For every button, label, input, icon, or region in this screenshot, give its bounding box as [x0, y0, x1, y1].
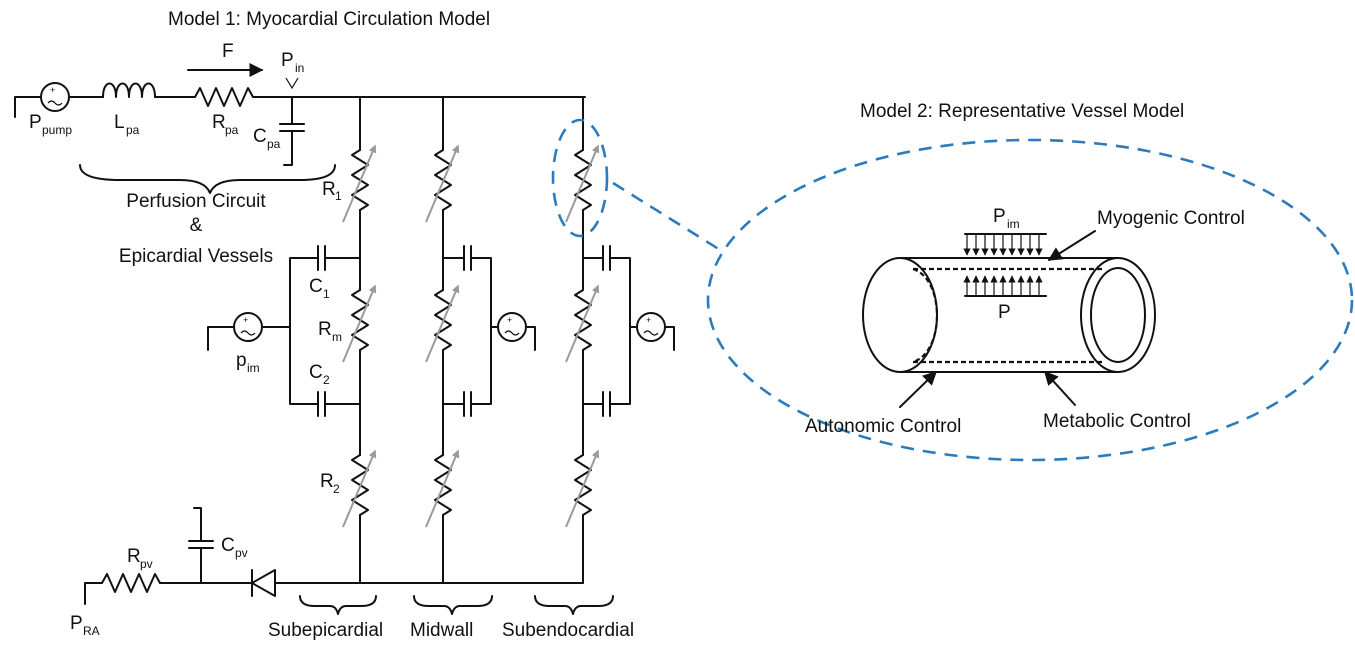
label-R-pv: R [127, 546, 141, 567]
label-myogenic-control: Myogenic Control [1097, 208, 1245, 229]
svg-text:+: + [50, 85, 55, 95]
label-P-RA: P [70, 613, 83, 634]
svg-text:in: in [295, 61, 304, 75]
label-R2: R [320, 471, 334, 492]
zoom-callout [551, 118, 1354, 462]
label-autonomic-control: Autonomic Control [805, 416, 961, 437]
layer-subendocardial: Subendocardial [502, 620, 634, 641]
svg-text:pa: pa [126, 123, 140, 137]
branch-midwall: + [425, 96, 536, 584]
svg-text:pa: pa [225, 123, 239, 137]
branch-subepicardial: + [207, 96, 377, 584]
label-F: F [222, 41, 234, 62]
svg-text:im: im [1007, 217, 1020, 231]
layer-subepicardial: Subepicardial [268, 620, 383, 641]
perfusion-label-3: Epicardial Vessels [119, 246, 273, 267]
svg-text:pa: pa [267, 137, 281, 151]
label-C-pv: C [221, 535, 235, 556]
label-P-im: P [993, 206, 1006, 227]
label-P: P [998, 302, 1011, 323]
perfusion-label-2: & [190, 215, 203, 236]
model1-title: Model 1: Myocardial Circulation Model [168, 9, 490, 30]
label-Rm: R [318, 319, 332, 340]
label-L-pa: L [114, 112, 125, 133]
svg-text:1: 1 [323, 287, 330, 301]
resistor-rpa [194, 87, 254, 107]
svg-text:1: 1 [335, 189, 342, 203]
svg-text:im: im [247, 361, 260, 375]
label-C2: C [309, 362, 323, 383]
label-P-in: P [281, 50, 294, 71]
perfusion-brace [79, 164, 336, 194]
perfusion-circuit: + [14, 63, 586, 166]
svg-text:+: + [646, 315, 651, 325]
label-metabolic-control: Metabolic Control [1043, 411, 1191, 432]
venous-return [84, 507, 584, 605]
svg-text:2: 2 [333, 482, 340, 496]
layer-midwall: Midwall [410, 620, 473, 641]
svg-text:2: 2 [323, 373, 330, 387]
svg-text:pump: pump [42, 123, 72, 137]
label-R1: R [322, 179, 336, 200]
svg-text:RA: RA [83, 624, 100, 638]
branch-subendocardial: + [565, 96, 675, 584]
model2-title: Model 2: Representative Vessel Model [860, 101, 1184, 122]
inductor-lpa [102, 82, 156, 98]
label-p-im: p [236, 350, 247, 371]
label-P-pump: P [29, 112, 42, 133]
svg-text:pv: pv [140, 557, 153, 571]
perfusion-label-1: Perfusion Circuit [126, 191, 266, 212]
label-R-pa: R [212, 112, 226, 133]
svg-text:+: + [507, 315, 512, 325]
label-C-pa: C [253, 126, 267, 147]
label-C1: C [309, 276, 323, 297]
svg-text:pv: pv [235, 546, 248, 560]
vessel-model [862, 230, 1156, 408]
pump-source: + [40, 82, 70, 112]
svg-text:+: + [243, 315, 248, 325]
svg-text:m: m [332, 330, 342, 344]
